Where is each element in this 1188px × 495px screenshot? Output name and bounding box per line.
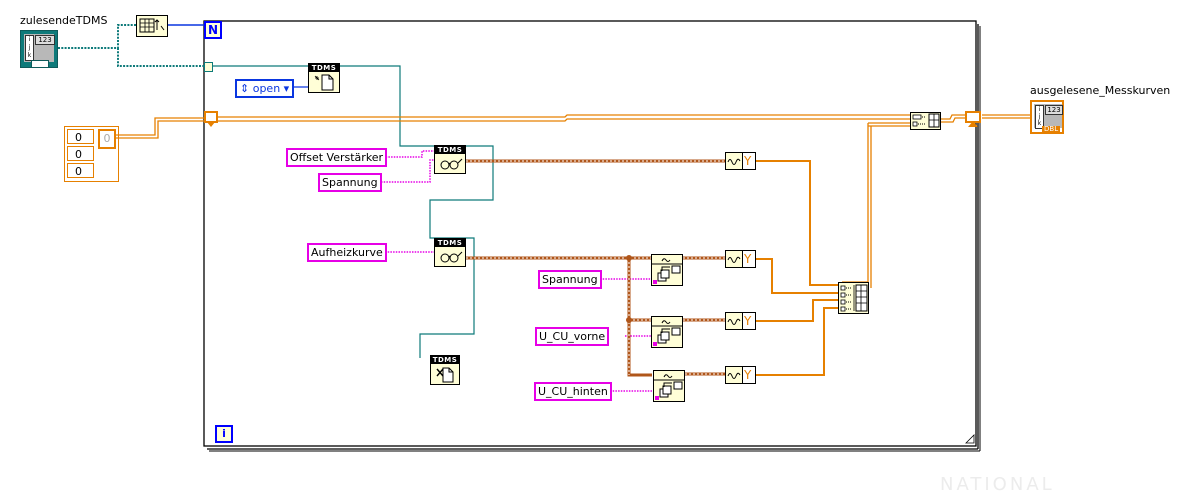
waveform-icon — [726, 313, 743, 329]
dbl-repr-badge: DBL — [1042, 125, 1061, 133]
group-name-constant[interactable]: Aufheizkurve — [307, 243, 387, 262]
output-array-label: ausgelesene_Messkurven — [1030, 84, 1171, 97]
array-constant[interactable]: 0 0 0 0 — [64, 126, 119, 182]
open-mode-ring[interactable]: ⇕ open ▾ — [235, 79, 295, 98]
y-component-label: Y — [744, 314, 752, 328]
build-array-icon — [840, 284, 868, 312]
close-file-icon — [436, 367, 454, 383]
build-array-concat-node[interactable] — [910, 112, 941, 130]
channel-name-constant[interactable]: Spannung — [538, 270, 602, 289]
waveform-select-icon — [652, 258, 682, 284]
array-index-display[interactable]: 0 — [98, 129, 116, 149]
glasses-icon — [440, 158, 463, 170]
wire-junction — [626, 255, 632, 261]
channel-name-constant[interactable]: U_CU_vorne — [535, 327, 610, 346]
tdms-read-node[interactable]: TDMS — [434, 145, 466, 174]
get-waveform-y-node[interactable]: Y — [725, 152, 756, 170]
path-type-icon — [31, 60, 49, 68]
string-wire — [381, 150, 654, 392]
path-array-wire — [58, 24, 206, 67]
array-element[interactable]: 0 — [67, 163, 94, 178]
loop-count-terminal[interactable]: N — [204, 21, 222, 39]
wire-canvas — [58, 20, 1033, 452]
tdms-open-node[interactable]: TDMS — [308, 63, 340, 93]
new-file-icon — [314, 74, 334, 91]
waveform-icon — [726, 251, 743, 267]
get-waveform-node[interactable] — [651, 254, 683, 286]
for-loop-frame[interactable] — [203, 20, 981, 452]
waveform-icon — [726, 153, 743, 169]
array-size-icon — [139, 18, 165, 33]
get-waveform-node[interactable] — [653, 370, 685, 402]
array-element[interactable]: 0 — [67, 129, 94, 144]
input-array-label: zulesendeTDMS — [20, 14, 108, 27]
increment-arrows-icon: ⇕ — [240, 82, 250, 95]
open-mode-value: open — [252, 82, 281, 95]
loop-iteration-terminal[interactable]: i — [215, 425, 233, 443]
numeric-type-icon: 123 — [35, 35, 55, 45]
build-array-icon — [912, 113, 940, 128]
tdms-close-node[interactable]: TDMS — [430, 355, 460, 385]
get-waveform-y-node[interactable]: Y — [725, 366, 756, 384]
array-element[interactable]: 0 — [67, 146, 94, 161]
y-data-wire — [756, 160, 840, 376]
array-size-node[interactable] — [136, 15, 168, 37]
tdms-read-node[interactable]: TDMS — [434, 238, 466, 267]
get-waveform-y-node[interactable]: Y — [725, 250, 756, 268]
auto-index-tunnel[interactable] — [204, 62, 213, 72]
shift-register-left[interactable] — [204, 111, 218, 127]
y-component-label: Y — [744, 252, 752, 266]
resize-handle — [965, 434, 975, 444]
waveform-select-icon — [652, 320, 682, 346]
group-name-constant[interactable]: Offset Verstärker — [286, 148, 388, 167]
waveform-select-icon — [654, 374, 684, 400]
y-component-label: Y — [744, 368, 752, 382]
up-arrow-icon — [968, 121, 978, 127]
array-wire — [115, 114, 1033, 288]
channel-name-constant[interactable]: U_CU_hinten — [534, 382, 612, 401]
down-arrow-icon — [207, 122, 215, 127]
wire-junction — [626, 317, 632, 323]
refnum-wire — [212, 65, 494, 358]
glasses-icon — [440, 251, 463, 263]
dropdown-arrow-icon: ▾ — [283, 82, 290, 95]
shift-register-right[interactable] — [965, 111, 981, 127]
numeric-type-icon: 123 — [1045, 105, 1063, 115]
y-component-label: Y — [744, 154, 752, 168]
build-array-node[interactable] — [838, 282, 869, 314]
get-waveform-node[interactable] — [651, 316, 683, 348]
get-waveform-y-node[interactable]: Y — [725, 312, 756, 330]
waveform-icon — [726, 367, 743, 383]
channel-name-constant[interactable]: Spannung — [318, 173, 382, 192]
